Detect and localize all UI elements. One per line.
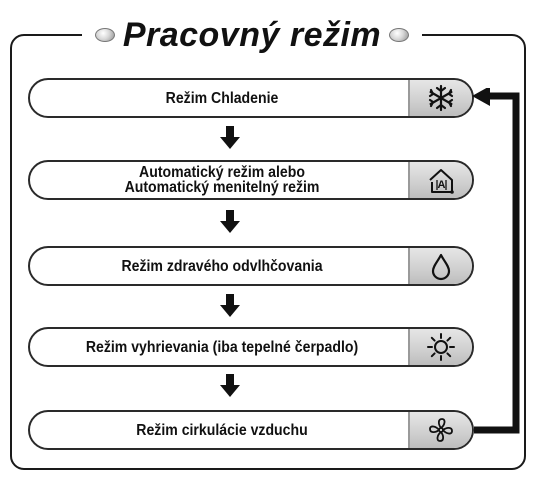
title-bar: Pracovný režim (82, 10, 422, 60)
mode-heating: Režim vyhrievania (iba tepelné čerpadlo) (28, 327, 474, 367)
cycle-return-arrow (472, 88, 520, 434)
flow-arrow-down-1 (220, 126, 240, 149)
mode-auto-label: Automatický režim alebo Automatický meni… (124, 164, 320, 196)
mode-cooling-icon-cap (408, 80, 472, 116)
flow-arrow-down-3 (220, 294, 240, 317)
mode-heating-icon-cap (408, 329, 472, 365)
auto-mode-icon: A (429, 169, 454, 194)
mode-auto-icon-cap: A (408, 162, 472, 198)
sun-icon (427, 333, 455, 361)
mode-dehumidify-label: Režim zdravého odvlhčovania (121, 257, 323, 275)
mode-dehumidify-icon-cap (408, 248, 472, 284)
mode-dehumidify: Režim zdravého odvlhčovania (28, 246, 474, 286)
water-drop-icon (431, 253, 451, 281)
mode-cooling: Režim Chladenie (28, 78, 474, 118)
page-title: Pracovný režim (122, 15, 382, 54)
title-left-bullet (94, 28, 115, 42)
mode-heating-label: Režim vyhrievania (iba tepelné čerpadlo) (85, 338, 359, 356)
mode-cooling-label: Režim Chladenie (165, 89, 279, 107)
snowflake-icon (428, 84, 454, 112)
mode-fan-icon-cap (408, 412, 472, 448)
flow-arrow-down-2 (220, 210, 240, 233)
mode-fan-label: Režim cirkulácie vzduchu (136, 421, 308, 439)
mode-fan: Režim cirkulácie vzduchu (28, 410, 474, 450)
svg-text:A: A (438, 179, 446, 191)
mode-auto: Automatický režim alebo Automatický meni… (28, 160, 474, 200)
flow-arrow-down-4 (220, 374, 240, 397)
title-right-bullet (389, 28, 410, 42)
fan-icon (429, 418, 453, 442)
